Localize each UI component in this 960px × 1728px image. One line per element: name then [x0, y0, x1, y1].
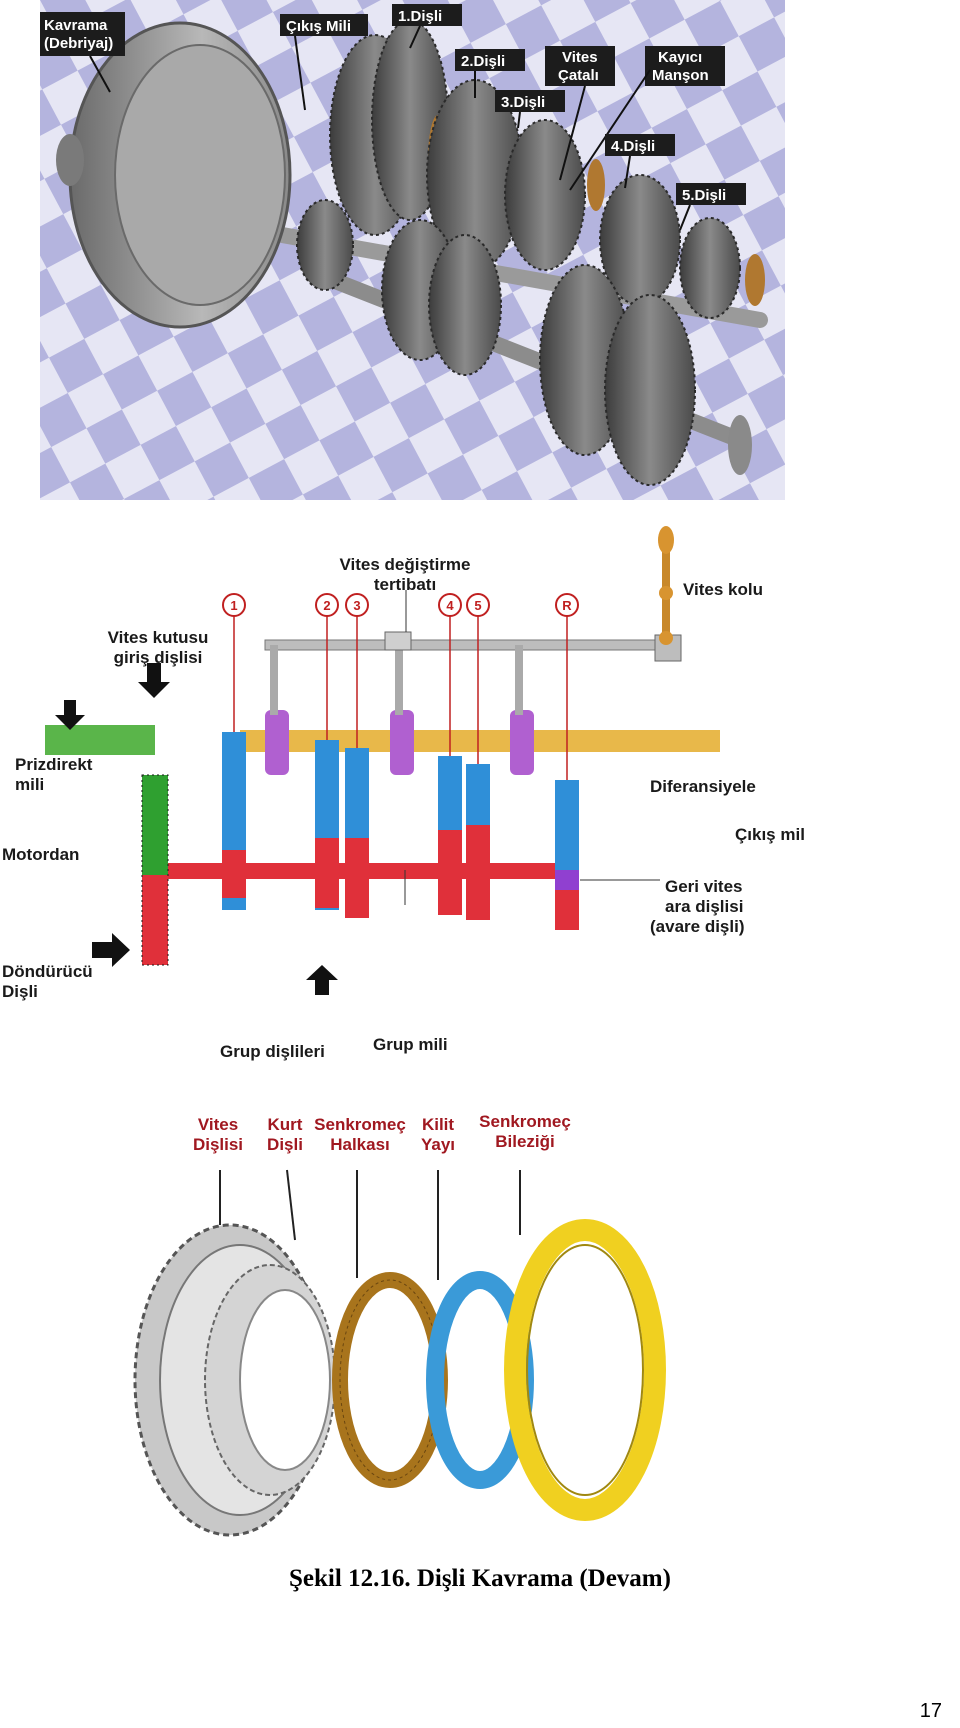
label-gear-lever: Vites kolu [683, 580, 763, 599]
label-cluster-gears: Grup dişlileri [220, 1042, 325, 1061]
label-output-shaft: Çıkış Mili [286, 18, 351, 35]
gear-number-2: 2 [323, 598, 330, 613]
label-sync-collar-sub: Bileziği [495, 1132, 555, 1151]
label-gear-sub: Dişlisi [193, 1135, 243, 1154]
gear-lever [658, 526, 674, 645]
label-gear2: 2.Dişli [461, 53, 505, 70]
label-to-differential: Diferansiyele [650, 777, 756, 796]
label-clutch: Kavrama [44, 17, 108, 34]
label-sync-ring: Senkromeç [314, 1115, 406, 1134]
label-direct-shaft: Prizdirekt [15, 755, 93, 774]
label-from-engine: Motordan [2, 845, 79, 864]
countershaft-gears [381, 219, 752, 486]
label-input-gear-sub: giriş dişlisi [114, 648, 203, 667]
label-output-shaft: Çıkış mil [735, 825, 805, 844]
gear-number-1: 1 [230, 598, 237, 613]
label-sleeve-sub: Manşon [652, 67, 709, 84]
label-sync-ring-sub: Halkası [330, 1135, 390, 1154]
synchronizers [265, 710, 534, 775]
label-reverse-idler: Geri vites [665, 877, 743, 896]
shift-rail [264, 639, 666, 651]
label-sync-collar: Senkromeç [479, 1112, 571, 1131]
arrows [55, 663, 338, 995]
label-gear: Vites [198, 1115, 238, 1134]
cluster-gears [222, 825, 579, 930]
label-clutch-sub: (Debriyaj) [44, 35, 113, 52]
gear-number-5: 5 [474, 598, 481, 613]
gear-number-4: 4 [446, 598, 454, 613]
figure-caption: Şekil 12.16. Dişli Kavrama (Devam) [289, 1565, 671, 1592]
label-shift-mechanism-sub: tertibatı [374, 575, 436, 594]
label-drive-gear: Döndürücü [2, 962, 93, 981]
sync-collar-part [504, 1219, 666, 1521]
label-cluster-shaft: Grup mili [373, 1035, 448, 1054]
fig3-labels: Vites Dişlisi Kurt Dişli Senkromeç Halka… [193, 1112, 571, 1154]
label-direct-shaft-sub: mili [15, 775, 44, 794]
sync-ring-part [332, 1272, 448, 1488]
label-dog-gear: Kurt [268, 1115, 303, 1134]
direct-drive-shaft [45, 725, 155, 755]
label-fork-sub: Çatalı [558, 67, 599, 84]
label-dog-gear-sub: Dişli [267, 1135, 303, 1154]
synchronizer-exploded-view: Vites Dişlisi Kurt Dişli Senkromeç Halka… [133, 1112, 666, 1537]
label-gear1: 1.Dişli [398, 8, 442, 25]
gear-part [133, 1223, 336, 1537]
fig2-labels: Vites değiştirme tertibatı Vites kolu Vi… [2, 555, 805, 1061]
output-shaft [240, 730, 720, 752]
gear-number-r: R [562, 598, 572, 613]
label-fork: Vites [562, 49, 598, 66]
label-gear3: 3.Dişli [501, 94, 545, 111]
gear-number-3: 3 [353, 598, 360, 613]
label-reverse-idler-sub: ara dişlisi [665, 897, 743, 916]
gearbox-3d-illustration: Kavrama (Debriyaj) Çıkış Mili 1.Dişli 2.… [40, 0, 785, 500]
label-shift-mechanism: Vites değiştirme [339, 555, 470, 574]
label-lock-spring-sub: Yayı [421, 1135, 455, 1154]
label-input-gear: Vites kutusu [108, 628, 209, 647]
page-number: 17 [919, 1700, 942, 1722]
gearbox-schematic: 1 2 3 4 5 R Vites değiştirme tertibatı V… [2, 526, 805, 1061]
label-sleeve: Kayıcı [658, 49, 702, 66]
label-reverse-idler-sub2: (avare dişli) [650, 917, 745, 936]
fig1-labels: Kavrama (Debriyaj) Çıkış Mili 1.Dişli 2.… [40, 4, 746, 231]
label-drive-gear-sub: Dişli [2, 982, 38, 1001]
label-lock-spring: Kilit [422, 1115, 454, 1134]
label-gear4: 4.Dişli [611, 138, 655, 155]
label-gear5: 5.Dişli [682, 187, 726, 204]
gear-number-markers: 1 2 3 4 5 R [222, 593, 579, 780]
